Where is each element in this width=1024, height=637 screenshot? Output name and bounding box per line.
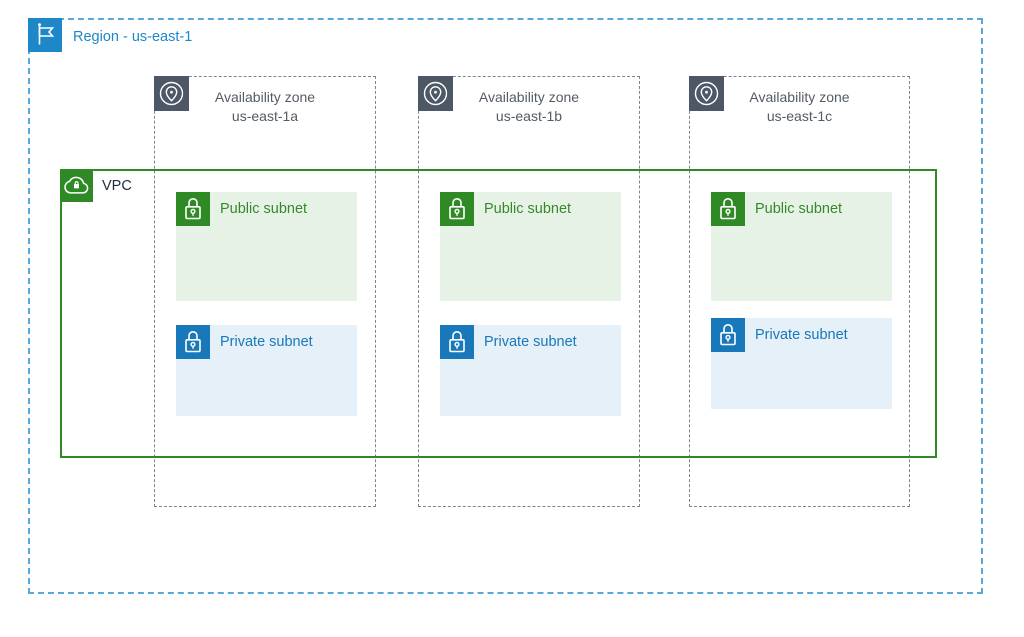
az-subtitle: us-east-1c xyxy=(766,108,833,124)
private-subnet: Private subnet xyxy=(176,325,357,416)
padlock-icon xyxy=(176,192,210,226)
region-label: Region - us-east-1 xyxy=(73,29,193,45)
public-subnet-label: Public subnet xyxy=(220,201,308,217)
region-container xyxy=(28,18,983,594)
az-subtitle: us-east-1a xyxy=(231,108,299,124)
padlock-icon xyxy=(440,192,474,226)
availability-zone-us-east-1c: Availability zone us-east-1c Public subn… xyxy=(689,76,910,507)
vpc-container: VPC xyxy=(60,169,937,458)
availability-zone-label: Availability zone us-east-1c xyxy=(690,77,909,126)
private-subnet-label: Private subnet xyxy=(755,327,848,343)
availability-zone-us-east-1a: Availability zone us-east-1a Public subn… xyxy=(154,76,376,507)
public-subnet: Public subnet xyxy=(440,192,621,301)
az-subtitle: us-east-1b xyxy=(495,108,563,124)
public-subnet-label: Public subnet xyxy=(755,201,843,217)
location-pin-icon xyxy=(418,76,453,111)
private-subnet: Private subnet xyxy=(711,318,892,409)
availability-zone-us-east-1b: Availability zone us-east-1b Public subn… xyxy=(418,76,640,507)
public-subnet: Public subnet xyxy=(711,192,892,301)
az-title: Availability zone xyxy=(214,89,316,105)
public-subnet: Public subnet xyxy=(176,192,357,301)
availability-zone-label: Availability zone us-east-1b xyxy=(419,77,639,126)
padlock-icon xyxy=(440,325,474,359)
private-subnet-label: Private subnet xyxy=(220,334,313,350)
padlock-icon xyxy=(176,325,210,359)
flag-icon xyxy=(28,18,62,52)
private-subnet: Private subnet xyxy=(440,325,621,416)
location-pin-icon xyxy=(154,76,189,111)
az-title: Availability zone xyxy=(749,89,850,105)
az-title: Availability zone xyxy=(478,89,580,105)
availability-zone-label: Availability zone us-east-1a xyxy=(155,77,375,126)
padlock-icon xyxy=(711,192,745,226)
vpc-label: VPC xyxy=(102,178,132,194)
public-subnet-label: Public subnet xyxy=(484,201,572,217)
padlock-icon xyxy=(711,318,745,352)
private-subnet-label: Private subnet xyxy=(484,334,577,350)
cloud-lock-icon xyxy=(60,169,93,202)
location-pin-icon xyxy=(689,76,724,111)
